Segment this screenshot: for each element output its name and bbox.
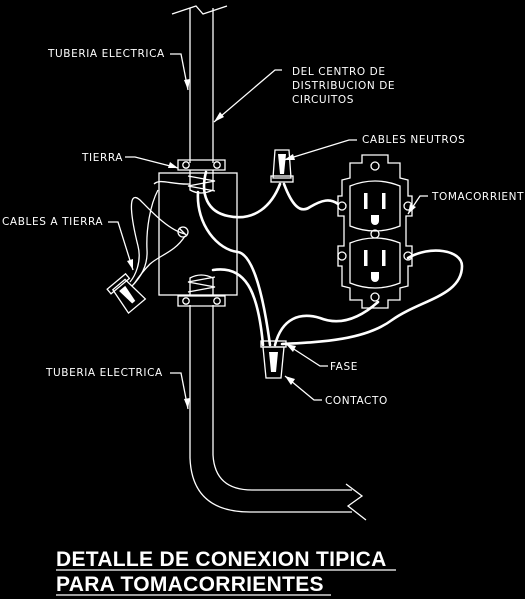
drawing-title: DETALLE DE CONEXION TIPICA PARA TOMACORR… — [56, 548, 396, 596]
label-tuberia-superior: TUBERIA ELECTRICA — [47, 48, 165, 60]
junction-box — [158, 159, 238, 307]
label-fase: FASE — [330, 361, 358, 373]
wire-nut-ground — [106, 272, 147, 315]
label-centro-line1: DEL CENTRO DE — [292, 66, 386, 78]
label-centro-line3: CIRCUITOS — [292, 94, 354, 106]
label-contacto: CONTACTO — [325, 395, 388, 407]
wire-ground — [129, 180, 191, 287]
label-tierra: TIERRA — [81, 152, 123, 164]
conduit-upper — [171, 5, 228, 163]
receptacle-device — [337, 154, 413, 309]
label-centro-line2: DISTRIBUCION DE — [292, 80, 395, 92]
label-cables-tierra: CABLES A TIERRA — [2, 216, 103, 228]
wire-nut-neutral — [270, 149, 294, 183]
label-tuberia-inferior: TUBERIA ELECTRICA — [45, 367, 163, 379]
wire-neutral — [202, 170, 340, 219]
label-cables-neutros: CABLES NEUTROS — [362, 134, 465, 146]
title-line1: DETALLE DE CONEXION TIPICA — [56, 548, 387, 571]
wire-phase — [196, 190, 464, 347]
leaders — [108, 53, 428, 410]
wire-nut-phase — [260, 340, 287, 379]
label-tomacorriente: TOMACORRIENTE — [431, 191, 525, 203]
conduit-lower — [189, 305, 367, 521]
title-line2: PARA TOMACORRIENTES — [56, 573, 324, 596]
